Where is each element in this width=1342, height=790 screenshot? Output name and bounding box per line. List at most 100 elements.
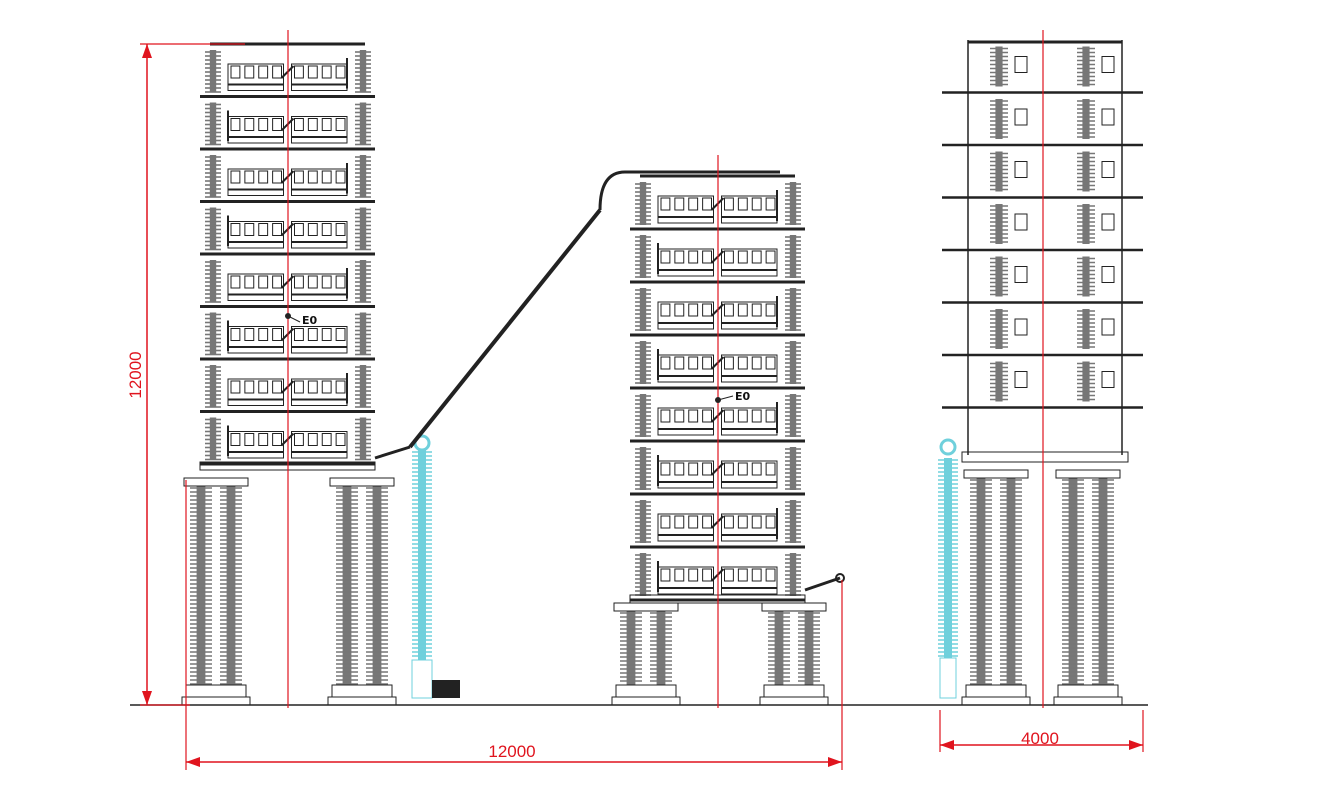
capacitor-unit [660, 197, 671, 211]
capacitor-block [657, 513, 714, 542]
capacitor-unit [660, 462, 671, 476]
capacitor-unit [751, 568, 762, 582]
capacitor-unit [321, 65, 332, 79]
capacitor-block [721, 354, 778, 383]
capacitor-unit [307, 118, 318, 131]
support-insulator-core [656, 611, 666, 685]
capacitor-unit [335, 118, 346, 131]
capacitor-unit [751, 250, 762, 264]
support-foot [611, 696, 681, 706]
support-foot [181, 696, 251, 706]
column-insulator [1077, 99, 1095, 139]
capacitor-unit [765, 197, 776, 211]
support-base [615, 684, 677, 698]
column-insulator [785, 235, 801, 278]
column-insulator [205, 365, 221, 408]
capacitor-block [291, 116, 348, 144]
capacitor-unit [702, 409, 712, 423]
capacitor-unit [307, 65, 318, 79]
capacitor-unit [737, 568, 748, 582]
column-insulator [635, 447, 651, 490]
support-cap [963, 469, 1029, 479]
divider-base [411, 659, 433, 699]
divider-column-core [944, 458, 952, 658]
capacitor-unit [660, 568, 671, 582]
capacitor-unit [294, 223, 304, 236]
support-insulator-core [342, 486, 352, 685]
capacitor-block [721, 248, 778, 277]
capacitor-block [227, 116, 284, 144]
generator-tower-side-view [942, 40, 1143, 463]
support-insulator [366, 486, 388, 685]
support-cap [613, 602, 679, 612]
capacitor-unit [751, 303, 762, 317]
capacitor-end [1101, 266, 1115, 283]
capacitor-unit [688, 356, 699, 370]
support-foot [759, 696, 829, 706]
capacitor-unit [272, 328, 282, 341]
capacitor-unit [688, 250, 699, 264]
capacitor-block [227, 378, 284, 406]
support-foot [1053, 696, 1123, 706]
column-insulator [785, 341, 801, 384]
capacitor-block [291, 63, 348, 91]
column-insulator [355, 417, 371, 461]
capacitor-unit [258, 275, 269, 289]
tower2-marker-label: E0 [735, 390, 751, 403]
capacitor-end [1014, 161, 1028, 178]
capacitor-unit [660, 515, 671, 529]
capacitor-unit [751, 197, 762, 211]
column-insulator-core [995, 46, 1003, 87]
capacitor-unit [321, 433, 332, 446]
capacitor-unit [674, 250, 685, 264]
column-insulator [205, 260, 221, 303]
capacitor-unit [335, 328, 346, 341]
capacitor-end [1101, 108, 1115, 126]
capacitor-unit [244, 223, 255, 236]
column-insulator [355, 50, 371, 93]
capacitor-unit [724, 462, 734, 476]
base-platform [961, 451, 1129, 463]
column-insulator-core [1082, 151, 1090, 192]
support-insulator [220, 486, 242, 685]
capacitor-unit [688, 568, 699, 582]
capacitor-unit [244, 380, 255, 394]
width-dimension-label: 4000 [1021, 729, 1059, 748]
column-insulator-core [1082, 99, 1090, 139]
column-insulator [635, 182, 651, 225]
support-base [965, 684, 1027, 698]
capacitor-unit [230, 170, 241, 184]
column-insulator [635, 394, 651, 437]
column-insulator [785, 553, 801, 596]
capacitor-block [657, 195, 714, 224]
generator-tower-main [200, 42, 375, 466]
capacitor-unit [307, 275, 318, 289]
capacitor-unit [294, 65, 304, 79]
capacitor-unit [765, 409, 776, 423]
dimension-arrow [828, 757, 842, 767]
capacitor-unit [335, 170, 346, 184]
capacitor-unit [321, 380, 332, 394]
capacitor-unit [660, 409, 671, 423]
capacitor-unit [702, 568, 712, 582]
support-insulator-core [1006, 478, 1016, 685]
capacitor-unit [737, 515, 748, 529]
capacitor-unit [688, 515, 699, 529]
capacitor-unit [660, 250, 671, 264]
capacitor-unit [724, 250, 734, 264]
height-dimension-label: 12000 [126, 351, 145, 398]
column-insulator [635, 553, 651, 596]
capacitor-unit [702, 515, 712, 529]
capacitor-unit [272, 275, 282, 289]
column-insulator [1077, 256, 1095, 297]
column-insulator [990, 204, 1008, 244]
capacitor-unit [702, 250, 712, 264]
capacitor-end [1101, 161, 1115, 178]
column-insulator [785, 447, 801, 490]
capacitor-unit [702, 356, 712, 370]
support-foot [961, 696, 1031, 706]
capacitor-unit [724, 303, 734, 317]
support-cap [329, 477, 395, 487]
support-insulator [190, 486, 212, 685]
capacitor-unit [660, 303, 671, 317]
